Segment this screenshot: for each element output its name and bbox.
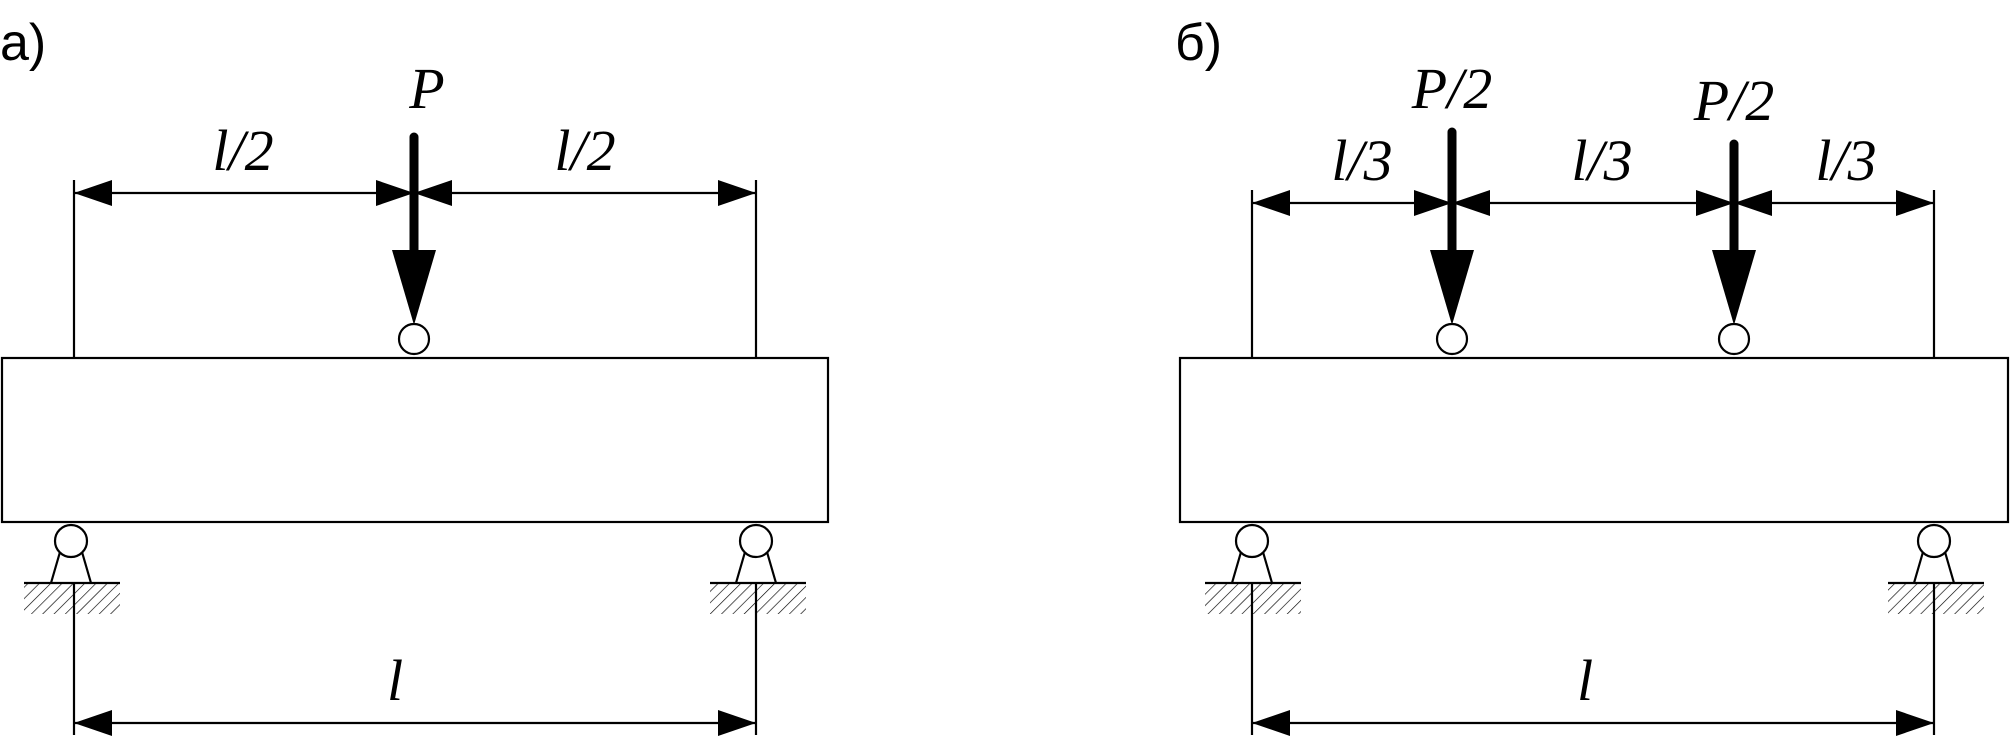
dimension-arrowhead xyxy=(1696,190,1734,216)
support-roller-icon xyxy=(738,523,774,559)
span-label: l xyxy=(387,648,403,713)
span-label: l xyxy=(1577,648,1593,713)
dimension-arrowhead xyxy=(1734,190,1772,216)
dimension-arrowhead xyxy=(1896,190,1934,216)
segment-label-right: l/2 xyxy=(554,118,615,183)
segment-label-right: l/3 xyxy=(1815,128,1876,193)
support-roller-icon xyxy=(1234,523,1270,559)
beam xyxy=(1178,356,2010,524)
dimension-arrowhead xyxy=(376,180,414,206)
beam xyxy=(0,356,830,524)
load-label-p-half-left: P/2 xyxy=(1411,56,1493,121)
dimension-arrowhead xyxy=(1252,710,1290,736)
dimension-arrowhead xyxy=(74,180,112,206)
load-point-marker xyxy=(397,322,431,356)
segment-label-left: l/3 xyxy=(1331,128,1392,193)
left-support xyxy=(24,523,120,614)
right-support xyxy=(1888,523,1984,614)
panel-a: а) P l/2 l/2 l xyxy=(0,14,830,736)
panel-b-label: б) xyxy=(1175,14,1222,72)
support-roller-icon xyxy=(1916,523,1952,559)
load-arrowhead-left xyxy=(1430,250,1474,325)
dimension-arrowhead xyxy=(718,180,756,206)
dimension-arrowhead xyxy=(718,710,756,736)
dimension-arrowhead xyxy=(414,180,452,206)
load-label-p: P xyxy=(408,56,444,121)
load-label-p-half-right: P/2 xyxy=(1693,68,1775,133)
dimension-arrowhead xyxy=(1252,190,1290,216)
load-point-marker-left xyxy=(1435,322,1469,356)
dimension-arrowhead xyxy=(1452,190,1490,216)
dimension-arrowhead xyxy=(74,710,112,736)
segment-label-left: l/2 xyxy=(212,118,273,183)
dimension-arrowhead xyxy=(1414,190,1452,216)
ground-hatching-icon xyxy=(710,584,806,614)
support-roller-icon xyxy=(53,523,89,559)
load-point-marker-right xyxy=(1717,322,1751,356)
ground-hatching-icon xyxy=(24,584,120,614)
dimension-arrowhead xyxy=(1896,710,1934,736)
right-support xyxy=(710,523,806,614)
panel-b: б) P/2 P/2 l/3 l/3 l/3 l xyxy=(1175,14,2010,736)
segment-label-middle: l/3 xyxy=(1571,128,1632,193)
panel-a-label: а) xyxy=(0,14,46,72)
ground-hatching-icon xyxy=(1888,584,1984,614)
load-arrowhead-right xyxy=(1712,250,1756,325)
load-arrowhead xyxy=(392,250,436,325)
